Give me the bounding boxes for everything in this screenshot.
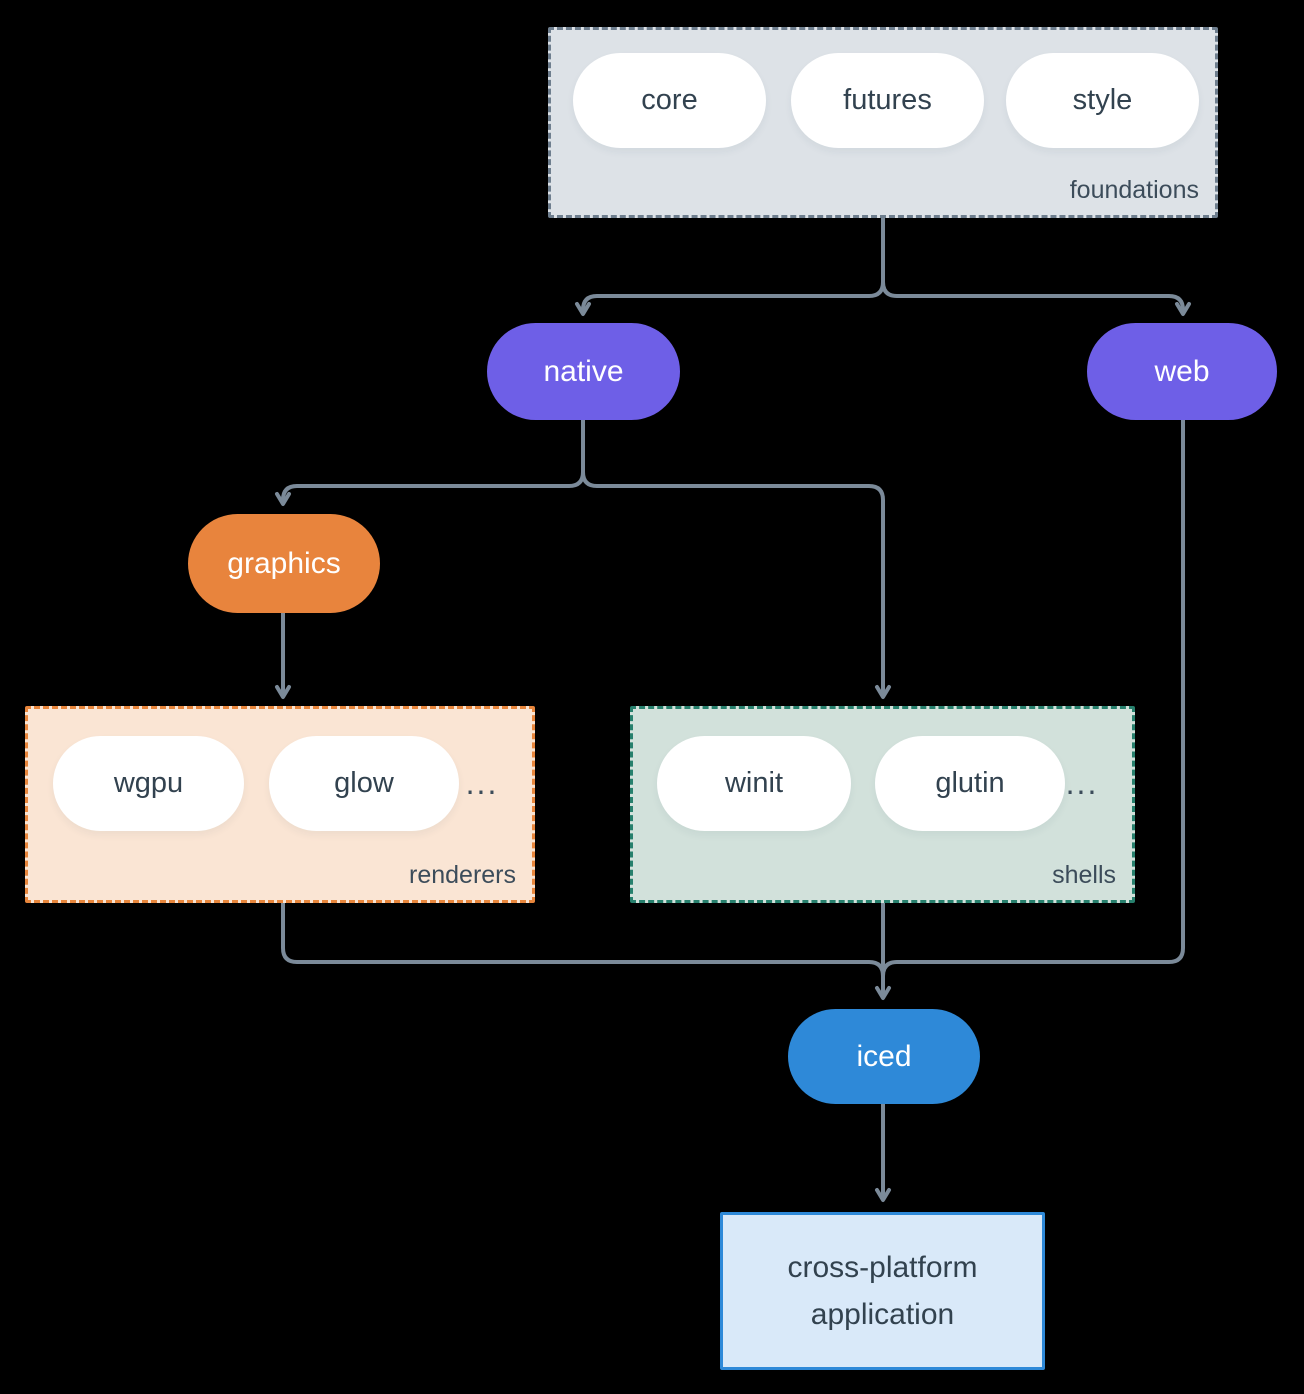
- renderers-group-label: renderers: [409, 861, 516, 889]
- node-native-label: native: [543, 354, 624, 388]
- node-winit-label: winit: [724, 767, 783, 799]
- node-glutin: glutin: [875, 736, 1065, 831]
- node-application-line2: application: [810, 1298, 955, 1331]
- node-futures: futures: [791, 53, 984, 148]
- node-iced: iced: [788, 1009, 980, 1104]
- node-wgpu-label: wgpu: [113, 767, 184, 799]
- connector-foundations-web: [881, 218, 1191, 316]
- node-graphics-label: graphics: [227, 546, 341, 580]
- node-graphics: graphics: [188, 514, 380, 613]
- node-web-label: web: [1154, 354, 1210, 388]
- shells-group: winit glutin ... shells: [630, 706, 1135, 903]
- node-native: native: [487, 323, 680, 420]
- node-web: web: [1087, 323, 1277, 420]
- node-futures-label: futures: [843, 84, 932, 116]
- node-iced-label: iced: [856, 1039, 912, 1073]
- node-style-label: style: [1072, 84, 1133, 116]
- connector-native-shells: [581, 420, 891, 699]
- node-winit: winit: [657, 736, 851, 831]
- connector-renderers-iced: [281, 903, 885, 977]
- node-glow: glow: [269, 736, 459, 831]
- node-wgpu: wgpu: [53, 736, 244, 831]
- node-style: style: [1006, 53, 1199, 148]
- connector-native-graphics: [275, 420, 585, 506]
- node-glutin-label: glutin: [935, 767, 1005, 799]
- foundations-group: core futures style foundations: [548, 27, 1218, 218]
- node-application-line1: cross-platform: [787, 1251, 978, 1284]
- renderers-group: wgpu glow ... renderers: [25, 706, 535, 903]
- node-glow-label: glow: [334, 767, 394, 799]
- foundations-group-label: foundations: [1069, 176, 1199, 204]
- renderers-ellipsis: ...: [465, 765, 499, 801]
- shells-ellipsis: ...: [1065, 765, 1099, 801]
- shells-group-label: shells: [1052, 861, 1116, 889]
- node-application: cross-platform application: [720, 1212, 1045, 1370]
- node-core: core: [573, 53, 766, 148]
- connector-foundations-native: [575, 218, 885, 316]
- node-core-label: core: [641, 84, 698, 116]
